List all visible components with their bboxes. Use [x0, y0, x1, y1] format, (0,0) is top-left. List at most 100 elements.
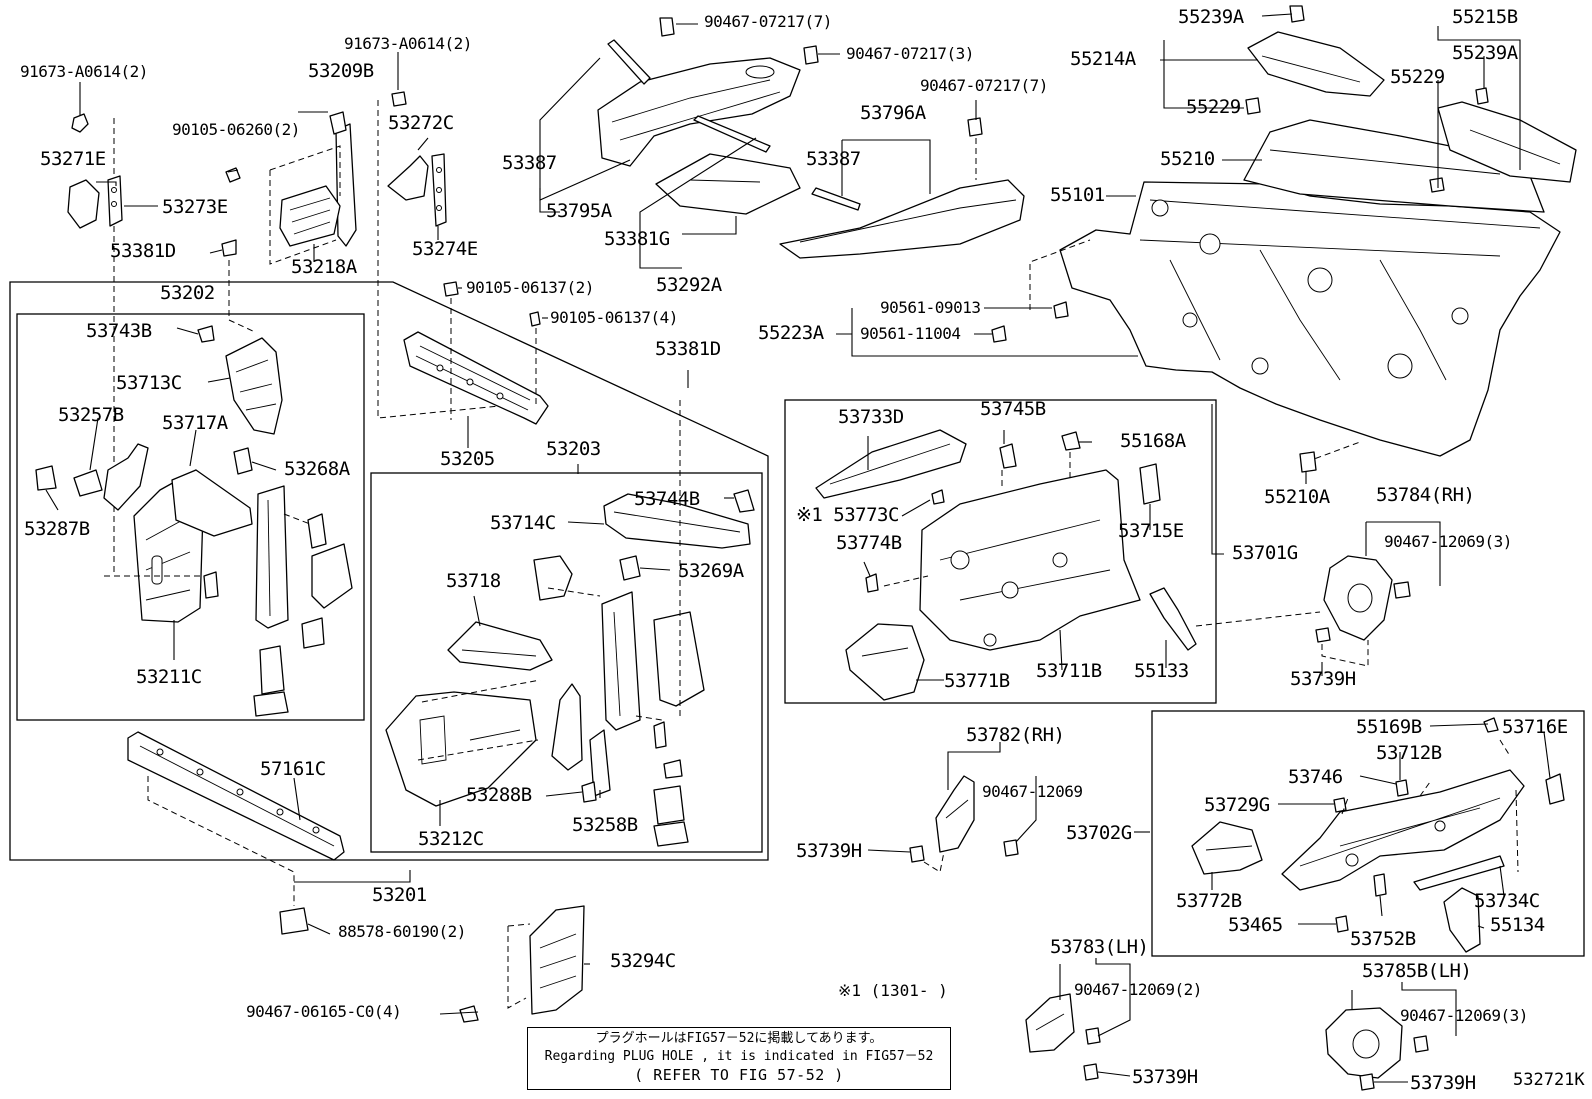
label-53746[interactable]: 53746	[1288, 766, 1343, 788]
label-91673-A0614-mid[interactable]: 91673-A0614(2)	[344, 34, 472, 53]
label-55134[interactable]: 55134	[1490, 914, 1545, 936]
label-53795A[interactable]: 53795A	[546, 200, 612, 222]
label-90561-11004[interactable]: 90561-11004	[860, 324, 961, 343]
label-90467-06165[interactable]: 90467-06165-C0(4)	[246, 1002, 402, 1021]
label-55210A[interactable]: 55210A	[1264, 486, 1330, 508]
label-53203[interactable]: 53203	[546, 438, 601, 460]
part-53712B	[1281, 769, 1525, 891]
label-55169B[interactable]: 55169B	[1356, 716, 1422, 738]
label-53257B[interactable]: 53257B	[58, 404, 124, 426]
label-53773C[interactable]: ※1 53773C	[796, 504, 899, 526]
label-90467-07217-7b[interactable]: 90467-07217(7)	[920, 76, 1048, 95]
label-53387-right[interactable]: 53387	[806, 148, 861, 170]
label-53783LH[interactable]: 53783(LH)	[1050, 936, 1149, 958]
label-53733D[interactable]: 53733D	[838, 406, 904, 428]
label-90105-06260[interactable]: 90105-06260(2)	[172, 120, 300, 139]
note-refer-link[interactable]: ( REFER TO FIG 57-52 )	[634, 1066, 844, 1085]
label-53715E[interactable]: 53715E	[1118, 520, 1184, 542]
label-53201[interactable]: 53201	[372, 884, 427, 906]
label-91673-A0614-left[interactable]: 91673-A0614(2)	[20, 62, 148, 81]
pad-88578-icon	[279, 907, 309, 935]
label-55168A[interactable]: 55168A	[1120, 430, 1186, 452]
label-90105-06137-2[interactable]: 90105-06137(2)	[466, 278, 594, 297]
label-53772B[interactable]: 53772B	[1176, 890, 1242, 912]
label-53739H-b[interactable]: 53739H	[796, 840, 862, 862]
label-55239A-right[interactable]: 55239A	[1452, 42, 1518, 64]
label-53465[interactable]: 53465	[1228, 914, 1283, 936]
label-53292A[interactable]: 53292A	[656, 274, 722, 296]
label-90467-12069[interactable]: 90467-12069	[982, 782, 1083, 801]
label-53782RH[interactable]: 53782(RH)	[966, 724, 1065, 746]
label-53268A[interactable]: 53268A	[284, 458, 350, 480]
label-53218A[interactable]: 53218A	[291, 256, 357, 278]
clip-90467-07217-3-icon	[803, 45, 819, 65]
label-53202[interactable]: 53202	[160, 282, 215, 304]
label-55101[interactable]: 55101	[1050, 184, 1105, 206]
label-90467-12069-2[interactable]: 90467-12069(2)	[1074, 980, 1202, 999]
label-53212C[interactable]: 53212C	[418, 828, 484, 850]
label-53712B[interactable]: 53712B	[1376, 742, 1442, 764]
label-57161C[interactable]: 57161C	[260, 758, 326, 780]
label-90467-12069-3b[interactable]: 90467-12069(3)	[1400, 1006, 1528, 1025]
label-53258B[interactable]: 53258B	[572, 814, 638, 836]
label-53785BLH[interactable]: 53785B(LH)	[1362, 960, 1472, 982]
label-53273E[interactable]: 53273E	[162, 196, 228, 218]
label-53734C[interactable]: 53734C	[1474, 890, 1540, 912]
label-88578-60190[interactable]: 88578-60190(2)	[338, 922, 466, 941]
label-53711B[interactable]: 53711B	[1036, 660, 1102, 682]
label-53288B[interactable]: 53288B	[466, 784, 532, 806]
label-53387-left[interactable]: 53387	[502, 152, 557, 174]
label-53205[interactable]: 53205	[440, 448, 495, 470]
label-53717A[interactable]: 53717A	[162, 412, 228, 434]
label-55229-left[interactable]: 55229	[1186, 96, 1241, 118]
label-53774B[interactable]: 53774B	[836, 532, 902, 554]
clip-90467-06165-icon	[459, 1005, 479, 1023]
label-55239A-top[interactable]: 55239A	[1178, 6, 1244, 28]
label-55229-right[interactable]: 55229	[1390, 66, 1445, 88]
label-53287B[interactable]: 53287B	[24, 518, 90, 540]
label-53752B[interactable]: 53752B	[1350, 928, 1416, 950]
label-55215B[interactable]: 55215B	[1452, 6, 1518, 28]
label-55214A[interactable]: 55214A	[1070, 48, 1136, 70]
label-53274E[interactable]: 53274E	[412, 238, 478, 260]
label-90467-07217-3[interactable]: 90467-07217(3)	[846, 44, 974, 63]
label-55210[interactable]: 55210	[1160, 148, 1215, 170]
label-53209B[interactable]: 53209B	[308, 60, 374, 82]
label-53713C[interactable]: 53713C	[116, 372, 182, 394]
part-53718	[447, 621, 553, 671]
label-53739H-a[interactable]: 53739H	[1290, 668, 1356, 690]
label-53745B[interactable]: 53745B	[980, 398, 1046, 420]
label-55223A[interactable]: 55223A	[758, 322, 824, 344]
reference-note-box: プラグホールはFIG57－52に掲載してあります。 Regarding PLUG…	[527, 1027, 951, 1090]
label-53702G[interactable]: 53702G	[1066, 822, 1132, 844]
label-53211C[interactable]: 53211C	[136, 666, 202, 688]
label-53269A[interactable]: 53269A	[678, 560, 744, 582]
label-55133[interactable]: 55133	[1134, 660, 1189, 682]
label-53271E[interactable]: 53271E	[40, 148, 106, 170]
clip-90467-12069-3b-icon	[1413, 1035, 1429, 1053]
label-53744B[interactable]: 53744B	[634, 488, 700, 510]
seal-strip	[693, 115, 771, 153]
label-53784RH[interactable]: 53784(RH)	[1376, 484, 1475, 506]
label-90467-07217-7a[interactable]: 90467-07217(7)	[704, 12, 832, 31]
label-90467-12069-3a[interactable]: 90467-12069(3)	[1384, 532, 1512, 551]
label-53381D-right[interactable]: 53381D	[655, 338, 721, 360]
label-53714C[interactable]: 53714C	[490, 512, 556, 534]
label-53743B[interactable]: 53743B	[86, 320, 152, 342]
label-53796A[interactable]: 53796A	[860, 102, 926, 124]
label-53701G[interactable]: 53701G	[1232, 542, 1298, 564]
clip-53743B-icon	[197, 325, 215, 343]
label-53729G[interactable]: 53729G	[1204, 794, 1270, 816]
label-90105-06137-4[interactable]: 90105-06137(4)	[550, 308, 678, 327]
label-53716E[interactable]: 53716E	[1502, 716, 1568, 738]
label-53272C[interactable]: 53272C	[388, 112, 454, 134]
group-53701G	[815, 429, 1197, 701]
label-53718[interactable]: 53718	[446, 570, 501, 592]
label-53381D-left[interactable]: 53381D	[110, 240, 176, 262]
label-53294C[interactable]: 53294C	[610, 950, 676, 972]
label-53381G[interactable]: 53381G	[604, 228, 670, 250]
label-90561-09013[interactable]: 90561-09013	[880, 298, 981, 317]
label-53739H-c[interactable]: 53739H	[1132, 1066, 1198, 1088]
label-53739H-d[interactable]: 53739H	[1410, 1072, 1476, 1094]
label-53771B[interactable]: 53771B	[944, 670, 1010, 692]
